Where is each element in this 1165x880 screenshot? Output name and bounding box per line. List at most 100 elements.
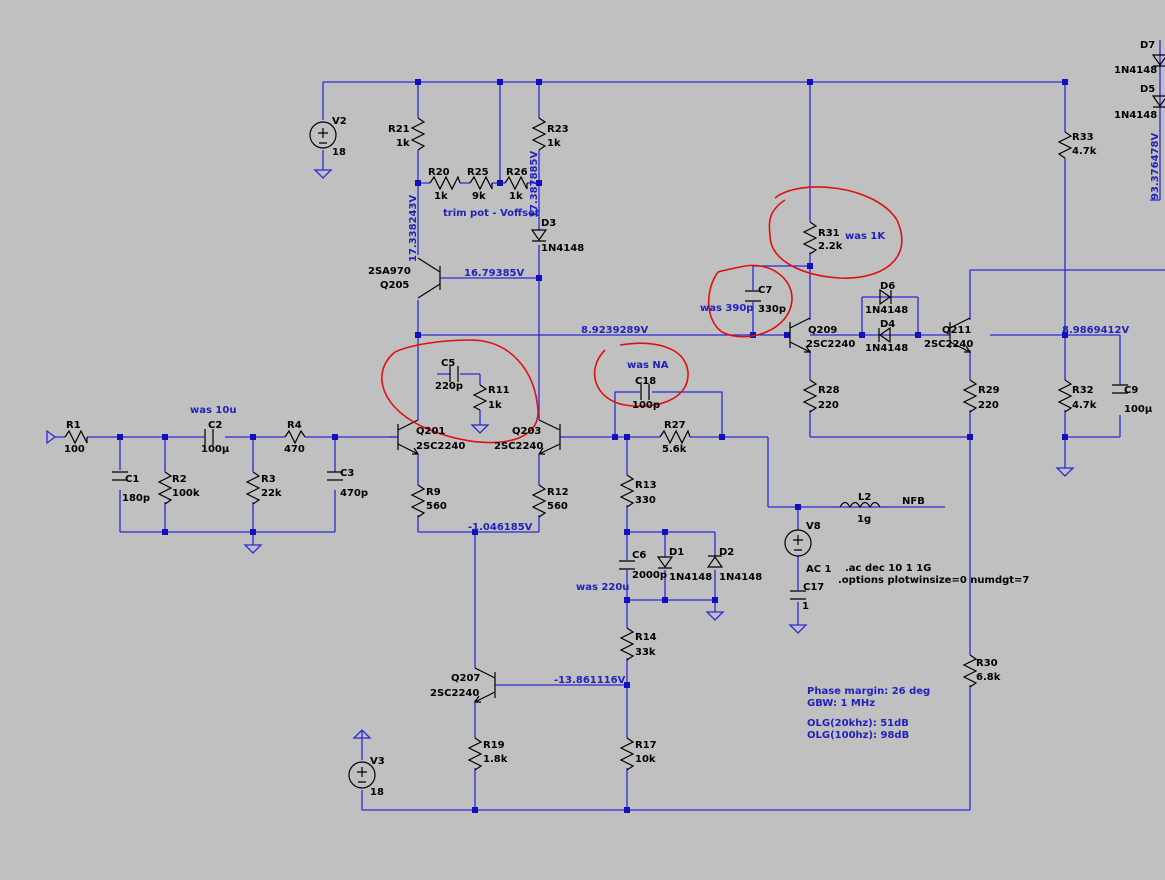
label-D6: D6	[880, 281, 895, 292]
label-R29: R29	[978, 385, 1000, 396]
grounds	[244, 169, 1074, 739]
label-V2-value: 18	[332, 147, 346, 158]
label-D4-value: 1N4148	[865, 343, 908, 354]
node-voltages: 17.338243V 17.387885V 16.79385V 8.923928…	[408, 133, 1161, 686]
label-R23: R23	[547, 124, 569, 135]
label-Q211: Q211	[942, 325, 971, 336]
junctions	[117, 79, 1068, 813]
label-R4: R4	[287, 420, 302, 431]
note-trim-pot: trim pot - Voffset	[443, 208, 540, 219]
label-R26-value: 1k	[509, 191, 523, 202]
label-V8: V8	[806, 521, 821, 532]
label-Q203: Q203	[512, 426, 541, 437]
label-D1: D1	[669, 547, 684, 558]
note-was-1k: was 1K	[845, 231, 886, 242]
label-D1-value: 1N4148	[669, 572, 712, 583]
label-D3-value: 1N4148	[541, 243, 584, 254]
label-D4: D4	[880, 319, 895, 330]
results-notes: Phase margin: 26 deg GBW: 1 MHz OLG(20kh…	[807, 686, 930, 741]
label-Q203-value: 2SC2240	[494, 441, 543, 452]
label-C3: C3	[340, 468, 354, 479]
label-R23-value: 1k	[547, 138, 561, 149]
label-R33-value: 4.7k	[1072, 146, 1097, 157]
label-R33: R33	[1072, 132, 1094, 143]
components	[46, 54, 1165, 789]
label-R30: R30	[976, 658, 998, 669]
note-olg-20khz: OLG(20khz): 51dB	[807, 718, 909, 729]
label-C1-value: 180p	[122, 493, 150, 504]
label-R20: R20	[428, 167, 450, 178]
label-R9: R9	[426, 487, 441, 498]
label-L2: L2	[858, 492, 871, 503]
label-R28-value: 220	[818, 400, 839, 411]
label-D6-value: 1N4148	[865, 305, 908, 316]
label-Q207: Q207	[451, 673, 480, 684]
label-V8-value: AC 1	[806, 564, 832, 575]
label-D2: D2	[719, 547, 734, 558]
label-Q209-value: 2SC2240	[806, 339, 855, 350]
label-D7: D7	[1140, 40, 1155, 51]
label-R30-value: 6.8k	[976, 672, 1001, 683]
label-R1: R1	[66, 420, 81, 431]
label-D3: D3	[541, 218, 556, 229]
label-L2-value: 1g	[857, 514, 871, 525]
label-R17: R17	[635, 740, 657, 751]
label-Q211-value: 2SC2240	[924, 339, 973, 350]
voltage-node-7: -13.861116V	[554, 675, 626, 686]
label-R14-value: 33k	[635, 647, 656, 658]
voltage-node-4: 8.9239289V	[581, 325, 648, 336]
note-was-220u: was 220u	[576, 582, 629, 593]
label-NFB: NFB	[902, 496, 925, 507]
label-C18: C18	[635, 376, 656, 387]
label-R32: R32	[1072, 385, 1094, 396]
note-was-10u: was 10u	[190, 405, 236, 416]
label-C6-value: 2000p	[632, 570, 667, 581]
label-R28: R28	[818, 385, 840, 396]
label-C2-value: 100µ	[201, 444, 230, 455]
label-C7-value: 330p	[758, 304, 786, 315]
label-R27: R27	[664, 420, 686, 431]
label-D2-value: 1N4148	[719, 572, 762, 583]
label-C6: C6	[632, 550, 646, 561]
label-C17-value: 1	[802, 601, 809, 612]
label-C17: C17	[803, 582, 824, 593]
label-Q209: Q209	[808, 325, 837, 336]
directive-ac: .ac dec 10 1 1G	[845, 563, 931, 574]
label-R12-value: 560	[547, 501, 568, 512]
voltage-node-6: -1.046185V	[468, 522, 533, 533]
label-R17-value: 10k	[635, 754, 656, 765]
label-R9-value: 560	[426, 501, 447, 512]
label-C3-value: 470p	[340, 488, 368, 499]
directive-options: .options plotwinsize=0 numdgt=7	[838, 575, 1029, 586]
label-R27-value: 5.6k	[662, 444, 687, 455]
label-C18-value: 100p	[632, 400, 660, 411]
component-labels: V2 18 R21 1k R20 1k R25 9k R26 1k R23 1k…	[64, 40, 1157, 798]
label-R4-value: 470	[284, 444, 305, 455]
note-was-390p: was 390p	[700, 303, 753, 314]
label-R11: R11	[488, 385, 510, 396]
label-C5: C5	[441, 358, 455, 369]
label-R29-value: 220	[978, 400, 999, 411]
voltage-node-1: 17.338243V	[408, 195, 419, 262]
label-Q205: Q205	[380, 280, 409, 291]
label-Q207-value: 2SC2240	[430, 688, 479, 699]
label-R1-value: 100	[64, 444, 85, 455]
label-V2: V2	[332, 116, 347, 127]
label-C9-value: 100µ	[1124, 404, 1153, 415]
label-R31: R31	[818, 228, 840, 239]
label-R26: R26	[506, 167, 528, 178]
label-R13-value: 330	[635, 495, 656, 506]
label-C1: C1	[125, 474, 139, 485]
label-R25: R25	[467, 167, 489, 178]
voltage-node-5: 8.9869412V	[1062, 325, 1129, 336]
label-R2-value: 100k	[172, 488, 200, 499]
label-R25-value: 9k	[472, 191, 486, 202]
label-R21-value: 1k	[396, 138, 410, 149]
label-R31-value: 2.2k	[818, 241, 843, 252]
spice-directives: .ac dec 10 1 1G .options plotwinsize=0 n…	[838, 563, 1029, 586]
label-Q201-value: 2SC2240	[416, 441, 465, 452]
label-R14: R14	[635, 632, 657, 643]
label-D5-value: 1N4148	[1114, 110, 1157, 121]
voltage-node-8: 93.376478V	[1150, 133, 1161, 200]
